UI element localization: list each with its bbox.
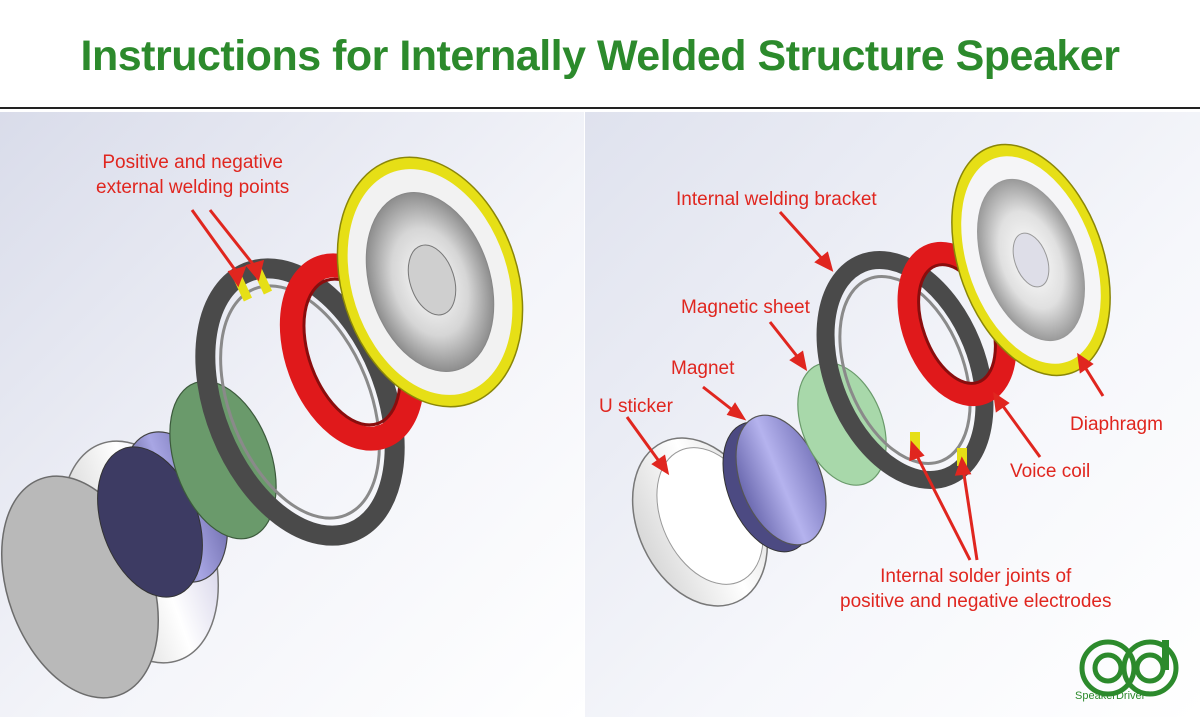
solder-joints-label: Internal solder joints of positive and n… [840,564,1111,614]
title-divider [0,107,1200,109]
welding-points-label-line2: external welding points [96,177,290,198]
diaphragm-part [951,143,1111,377]
external-welding-panel: Positive and negative external welding p… [0,112,584,717]
external-welding-exploded-view [0,156,524,699]
u-sticker-label: U sticker [599,396,673,417]
diaphragm-part [336,156,524,408]
internal-solder-joint-positive [910,432,920,450]
magnetic-sheet-label: Magnetic sheet [681,297,810,318]
speakerdriver-logo [1079,639,1179,697]
label-arrows [625,210,1105,561]
page-title: Instructions for Internally Welded Struc… [80,32,1120,80]
solder-joints-label-line1: Internal solder joints of [880,566,1072,587]
solder-joints-label-line2: positive and negative electrodes [840,591,1112,612]
diaphragm-label: Diaphragm [1070,414,1163,435]
welding-points-arrows [190,209,265,288]
magnet-part [722,414,827,553]
internal-welding-exploded-view [625,143,1111,607]
voice-coil-label: Voice coil [1010,461,1091,482]
magnet-label: Magnet [671,358,735,379]
internal-welding-panel: Internal welding bracket Magnetic sheet … [585,112,1200,717]
logo-text: SpeakerDriver™ [1075,690,1157,702]
internal-bracket-label: Internal welding bracket [676,189,877,210]
welding-points-label-line1: Positive and negative [102,152,283,173]
welding-points-label: Positive and negative external welding p… [96,150,289,200]
